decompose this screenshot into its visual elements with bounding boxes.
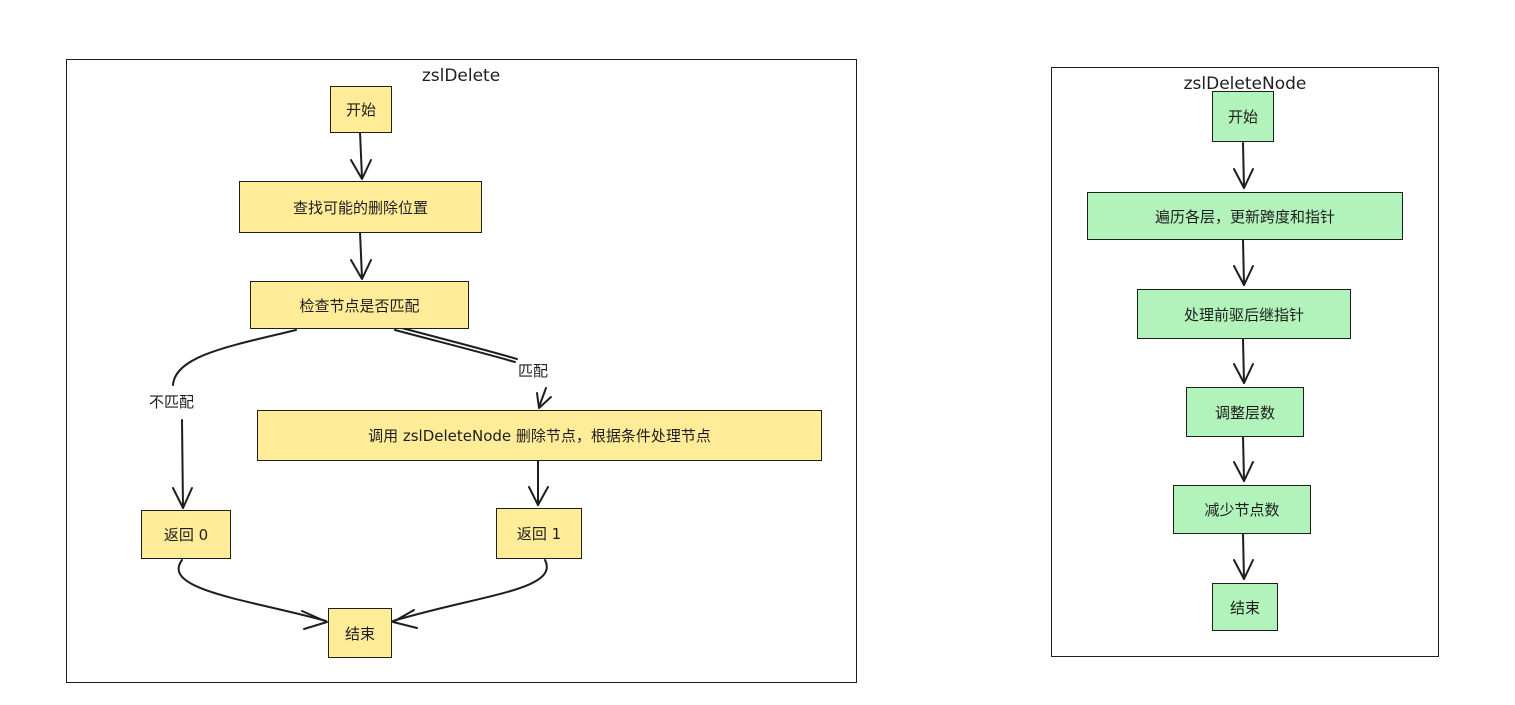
arrowhead <box>1233 559 1254 580</box>
edge-check-to-match-dbl <box>397 326 518 360</box>
edge-find-to-check <box>359 231 363 279</box>
zsldeletenode-title: zslDeleteNode <box>1183 74 1307 94</box>
node-r-start: 开始 <box>1212 91 1274 142</box>
node-r-end: 结束 <box>1212 583 1278 631</box>
node-r-prev-next-pointers: 处理前驱后继指针 <box>1137 289 1351 339</box>
edge-label-match: 匹配 <box>516 360 551 381</box>
arrowhead <box>392 609 418 629</box>
arrowhead <box>1233 168 1254 189</box>
node-start: 开始 <box>330 86 392 133</box>
node-find-delete-position: 查找可能的删除位置 <box>239 181 482 233</box>
node-return-1: 返回 1 <box>496 508 582 559</box>
arrowhead <box>536 392 552 409</box>
edge-r-adjust-to-reduce <box>1242 435 1245 482</box>
node-check-match: 检查节点是否匹配 <box>250 281 469 329</box>
edge-r-start-to-traverse <box>1242 142 1245 189</box>
arrowhead <box>1233 265 1254 286</box>
node-call-zsldeletenode: 调用 zslDeleteNode 删除节点，根据条件处理节点 <box>257 410 822 461</box>
arrowhead <box>350 159 372 180</box>
arrowhead <box>350 259 372 280</box>
zsldelete-title: zslDelete <box>421 66 501 86</box>
zsldelete-frame <box>66 59 857 683</box>
arrowhead <box>1233 363 1254 384</box>
edge-label-no-match: 不匹配 <box>147 391 197 412</box>
edge-start-to-find <box>359 131 363 179</box>
edge-return1-to-end <box>392 559 548 622</box>
node-r-adjust-level: 调整层数 <box>1186 387 1304 437</box>
edge-match-to-call <box>538 387 547 408</box>
arrowhead <box>172 487 193 509</box>
zsldeletenode-frame <box>1051 67 1439 657</box>
arrowhead <box>528 486 549 506</box>
edge-check-to-match <box>394 329 516 363</box>
edge-nomatch-to-return0 <box>181 419 184 509</box>
edge-check-to-nomatch <box>172 329 297 386</box>
node-return-0: 返回 0 <box>141 510 231 559</box>
edge-r-reduce-to-end <box>1242 533 1245 580</box>
edge-r-prevnext-to-adjust <box>1242 338 1245 384</box>
edge-r-traverse-to-prevnext <box>1242 239 1245 286</box>
node-end: 结束 <box>328 608 392 658</box>
node-r-reduce-count: 减少节点数 <box>1173 485 1311 534</box>
arrowhead <box>1233 461 1254 482</box>
arrowhead <box>301 610 328 630</box>
node-r-traverse-levels: 遍历各层，更新跨度和指针 <box>1087 192 1403 240</box>
edge-return0-to-end <box>177 559 327 622</box>
